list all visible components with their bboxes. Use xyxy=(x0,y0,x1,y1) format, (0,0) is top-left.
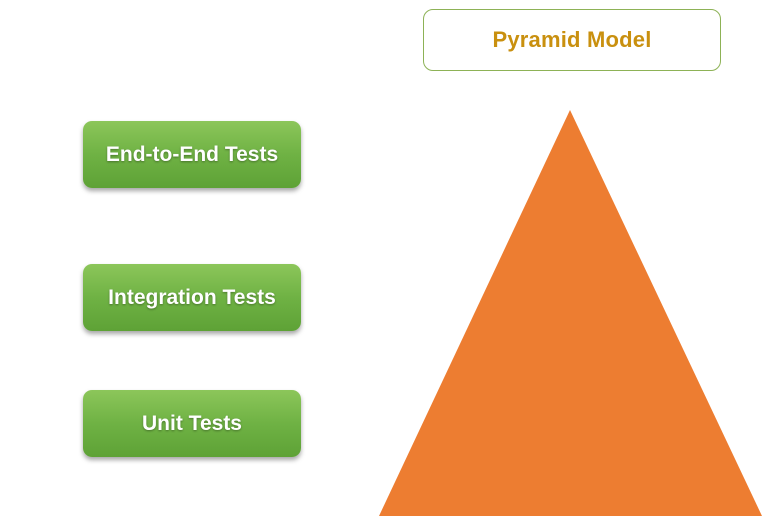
level-integration-tests: Integration Tests xyxy=(83,264,301,331)
page-title: Pyramid Model xyxy=(492,27,652,52)
level-end-to-end-tests: End-to-End Tests xyxy=(83,121,301,188)
level-label: Integration Tests xyxy=(108,285,276,309)
pyramid-triangle xyxy=(379,110,762,516)
level-label: End-to-End Tests xyxy=(105,142,279,166)
pyramid-model-title-box: Pyramid Model xyxy=(423,9,721,71)
level-label: Unit Tests xyxy=(142,411,242,435)
level-unit-tests: Unit Tests xyxy=(83,390,301,457)
